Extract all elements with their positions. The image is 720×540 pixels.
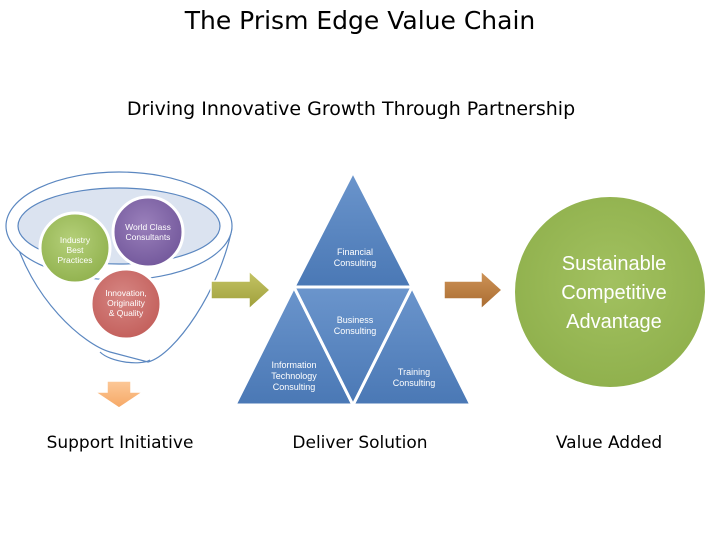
information-technology-consulting-label-line-3: Consulting bbox=[273, 382, 316, 392]
business-consulting-label-line-1: Business bbox=[337, 315, 374, 325]
sustainable-competitive-advantage-label-line-2: Competitive bbox=[561, 282, 667, 304]
financial-consulting-label-line-2: Consulting bbox=[334, 258, 377, 268]
innovation-originality-quality-label-line-1: Innovation, bbox=[105, 288, 147, 298]
information-technology-consulting-label-line-1: Information bbox=[271, 360, 316, 370]
right-arrow-brown-icon bbox=[443, 269, 504, 311]
world-class-consultants-label-line-1: World Class bbox=[125, 222, 171, 232]
sustainable-competitive-advantage-label-line-3: Advantage bbox=[566, 311, 662, 333]
world-class-consultants-label-line-2: Consultants bbox=[126, 232, 171, 242]
innovation-originality-quality-label-line-3: & Quality bbox=[109, 308, 144, 318]
circle-innovation-originality-quality: Innovation,Originality& Quality bbox=[89, 267, 163, 341]
training-consulting-label-line-1: Training bbox=[398, 367, 430, 377]
information-technology-consulting-label-line-2: Technology bbox=[271, 371, 317, 381]
business-consulting-label-line-2: Consulting bbox=[334, 326, 377, 336]
financial-consulting-label-line-1: Financial bbox=[337, 247, 373, 257]
right-arrow-olive-icon bbox=[210, 269, 272, 311]
industry-best-practices-label-line-1: Industry bbox=[60, 235, 91, 245]
caption-support-initiative: Support Initiative bbox=[46, 433, 194, 453]
training-consulting-label-line-2: Consulting bbox=[393, 378, 436, 388]
page-subtitle: Driving Innovative Growth Through Partne… bbox=[126, 98, 576, 120]
triangle-business bbox=[291, 285, 415, 409]
caption-deliver-solution: Deliver Solution bbox=[292, 433, 428, 453]
triangle-financial bbox=[291, 168, 415, 289]
innovation-originality-quality-label-line-2: Originality bbox=[107, 298, 146, 308]
industry-best-practices-label-line-3: Practices bbox=[58, 255, 93, 265]
industry-best-practices-label-line-2: Best bbox=[66, 245, 84, 255]
page-title: The Prism Edge Value Chain bbox=[184, 6, 536, 35]
caption-value-added: Value Added bbox=[555, 433, 663, 453]
sustainable-competitive-advantage-label-line-1: Sustainable bbox=[562, 253, 667, 275]
innovation-originality-quality-label: Innovation,Originality& Quality bbox=[105, 288, 147, 318]
down-arrow-icon bbox=[92, 380, 146, 409]
